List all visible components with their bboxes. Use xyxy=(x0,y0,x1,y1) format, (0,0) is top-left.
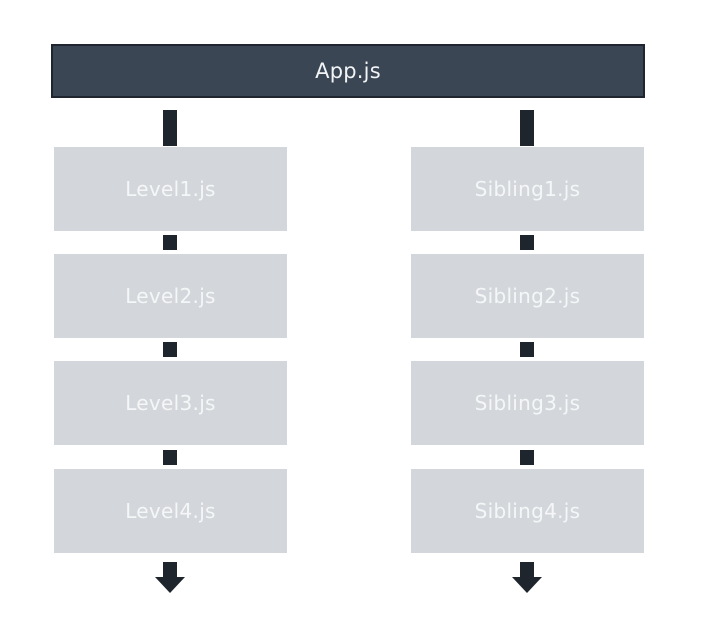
node-label-level4: Level4.js xyxy=(125,499,216,523)
node-label-sibling4: Sibling4.js xyxy=(474,499,581,523)
root-node-app: App.js xyxy=(51,44,645,98)
node-level2: Level2.js xyxy=(54,254,287,338)
node-sibling1: Sibling1.js xyxy=(411,147,644,231)
node-label-sibling1: Sibling1.js xyxy=(474,177,581,201)
node-level3: Level3.js xyxy=(54,361,287,445)
node-label-sibling2: Sibling2.js xyxy=(474,284,581,308)
connector-level3-to-level4 xyxy=(163,450,177,465)
arrow-down-icon-left xyxy=(155,562,185,593)
connector-root-to-level1 xyxy=(163,110,177,146)
node-label-level3: Level3.js xyxy=(125,391,216,415)
node-sibling2: Sibling2.js xyxy=(411,254,644,338)
node-sibling3: Sibling3.js xyxy=(411,361,644,445)
connector-sibling3-to-sibling4 xyxy=(520,450,534,465)
connector-sibling2-to-sibling3 xyxy=(520,342,534,357)
connector-sibling1-to-sibling2 xyxy=(520,235,534,250)
arrow-down-icon-right xyxy=(512,562,542,593)
node-label-level1: Level1.js xyxy=(125,177,216,201)
node-level1: Level1.js xyxy=(54,147,287,231)
node-sibling4: Sibling4.js xyxy=(411,469,644,553)
connector-root-to-sibling1 xyxy=(520,110,534,146)
node-label-sibling3: Sibling3.js xyxy=(474,391,581,415)
node-level4: Level4.js xyxy=(54,469,287,553)
connector-level2-to-level3 xyxy=(163,342,177,357)
connector-level1-to-level2 xyxy=(163,235,177,250)
root-node-label: App.js xyxy=(315,59,381,83)
node-label-level2: Level2.js xyxy=(125,284,216,308)
